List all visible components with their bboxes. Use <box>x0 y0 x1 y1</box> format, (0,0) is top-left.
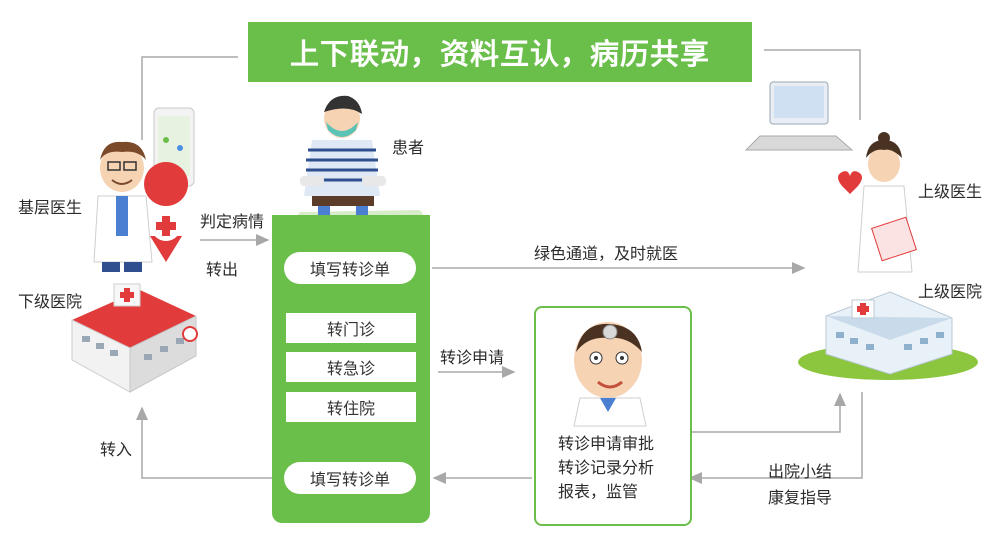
upper-hospital-label: 上级医院 <box>918 282 983 301</box>
option-outpatient[interactable]: 转门诊 <box>286 313 416 343</box>
referral-apply-label: 转诊申请 <box>440 348 505 367</box>
upper-doctor-figure <box>838 132 918 273</box>
lower-hospital-label: 下级医院 <box>18 292 83 311</box>
review-lines: 转诊申请审批 转诊记录分析 报表，监管 <box>558 432 654 504</box>
review-line-supervision: 报表，监管 <box>558 482 639 501</box>
banner-title: 上下联动，资料互认，病历共享 <box>248 22 752 82</box>
judge-condition-label: 判定病情 <box>200 212 265 231</box>
transfer-out-label: 转出 <box>206 260 239 279</box>
review-line-analysis: 转诊记录分析 <box>558 458 655 477</box>
fill-referral-form-bottom[interactable]: 填写转诊单 <box>284 462 416 494</box>
patient-label: 患者 <box>392 138 425 157</box>
review-line-approval: 转诊申请审批 <box>558 434 655 453</box>
transfer-in-label: 转入 <box>100 440 133 459</box>
review-box: 转诊申请审批 转诊记录分析 报表，监管 <box>534 306 692 526</box>
green-channel-label: 绿色通道，及时就医 <box>534 244 679 263</box>
option-emergency[interactable]: 转急诊 <box>286 352 416 382</box>
upper-doctor-label: 上级医生 <box>918 182 983 201</box>
option-inpatient[interactable]: 转住院 <box>286 392 416 422</box>
rehab-guidance-label: 康复指导 <box>768 488 833 507</box>
reviewer-doctor-illustration <box>573 322 647 427</box>
computer-icon <box>744 81 854 151</box>
fill-referral-form-top[interactable]: 填写转诊单 <box>284 252 416 284</box>
primary-doctor-label: 基层医生 <box>18 198 83 217</box>
upper-hospital-building <box>798 291 978 380</box>
discharge-summary-label: 出院小结 <box>768 462 833 481</box>
